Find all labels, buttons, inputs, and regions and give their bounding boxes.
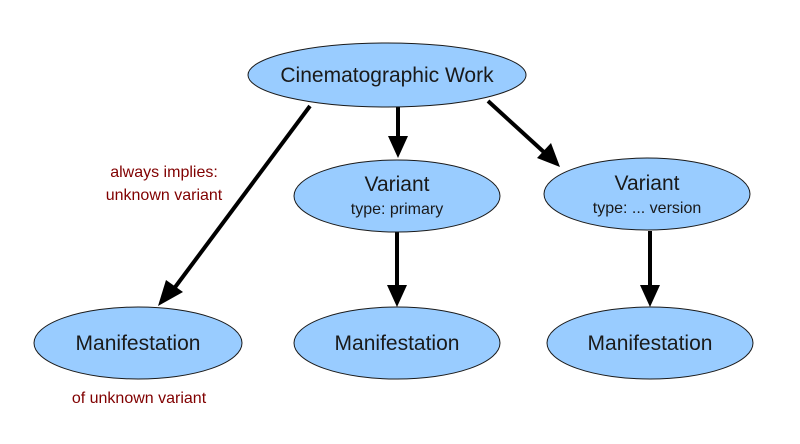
annotation-of-unknown-variant: of unknown variant: [72, 390, 207, 407]
node-title: Variant: [615, 172, 680, 195]
annotation-line-1: always implies:: [110, 164, 218, 181]
node-subtitle: type: ... version: [593, 200, 702, 217]
node-shape: [247, 42, 527, 108]
node-title: Manifestation: [588, 332, 713, 355]
arrowhead-variant-primary: [388, 136, 408, 158]
node-variant-version: Variant type: ... version: [543, 157, 751, 231]
node-shape: [543, 157, 751, 231]
arrowhead-manifestation-right: [640, 285, 660, 307]
node-title: Cinematographic Work: [280, 64, 494, 87]
arrowhead-manifestation-middle: [387, 285, 407, 307]
node-shape: [293, 306, 501, 380]
node-shape: [293, 159, 501, 233]
node-title: Manifestation: [335, 332, 460, 355]
arrowhead-manifestation-left: [158, 280, 183, 306]
node-title: Manifestation: [76, 332, 201, 355]
node-title: Variant: [365, 173, 430, 196]
node-manifestation-left: Manifestation: [33, 306, 243, 380]
node-cinematographic-work: Cinematographic Work: [247, 42, 527, 108]
node-variant-primary: Variant type: primary: [293, 159, 501, 233]
annotation-line-2: unknown variant: [106, 187, 223, 204]
arrowhead-variant-version: [537, 143, 560, 167]
edges: [158, 99, 660, 307]
node-shape: [546, 306, 754, 380]
annotation-always-implies: always implies: unknown variant: [106, 164, 223, 204]
node-subtitle: type: primary: [351, 201, 443, 218]
node-manifestation-right: Manifestation: [546, 306, 754, 380]
edge-work-to-manifestation-left: [171, 104, 312, 292]
node-manifestation-middle: Manifestation: [293, 306, 501, 380]
node-shape: [33, 306, 243, 380]
edge-work-to-variant-version: [486, 99, 548, 156]
